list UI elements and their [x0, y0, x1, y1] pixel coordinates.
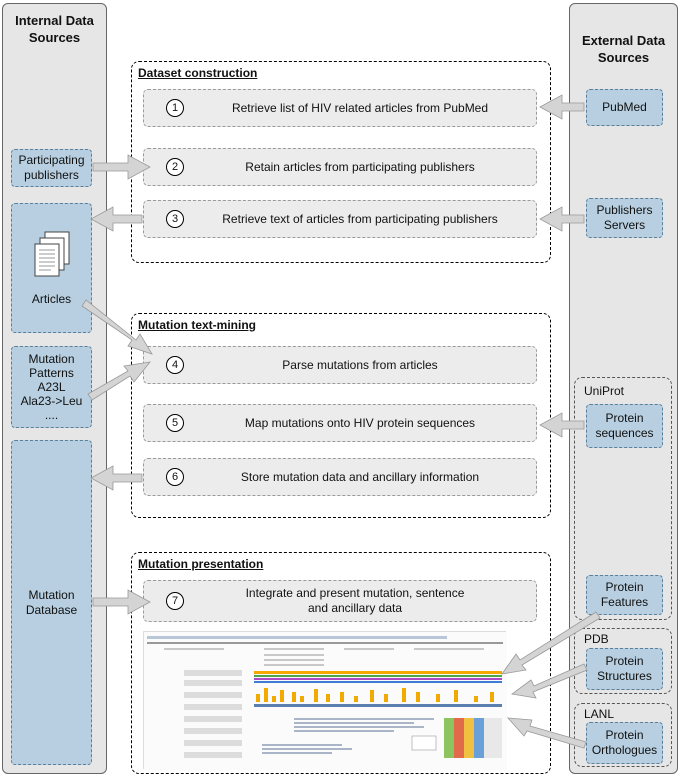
external-sources-title: External Data Sources — [581, 33, 666, 65]
protein-features-box: Protein Features — [586, 575, 663, 615]
step-text: Store mutation data and ancillary inform… — [240, 469, 480, 484]
lanl-label: LANL — [584, 707, 615, 721]
step-text: Map mutations onto HIV protein sequences — [244, 415, 476, 430]
step-4: 4 Parse mutations from articles — [143, 346, 537, 384]
protein-features-label: Protein Features — [600, 580, 649, 609]
participating-publishers-box: Participating publishers — [11, 149, 92, 187]
articles-label: Articles — [31, 291, 72, 306]
step-7: 7 Integrate and present mutation, senten… — [143, 580, 537, 622]
step-number: 4 — [166, 356, 184, 374]
protein-orthologues-label: Protein Orthologues — [591, 728, 658, 757]
mutation-database-label: Mutation Database — [25, 587, 78, 617]
pdb-label: PDB — [584, 632, 609, 646]
publishers-servers-label: Publishers Servers — [596, 203, 653, 232]
step-text: Parse mutations from articles — [282, 357, 438, 372]
step-number: 7 — [166, 592, 184, 610]
step-3: 3 Retrieve text of articles from partici… — [143, 200, 537, 238]
protein-structures-label: Protein Structures — [597, 654, 652, 683]
mutation-presentation-title: Mutation presentation — [138, 557, 264, 571]
pubmed-box: PubMed — [586, 89, 663, 126]
step-number: 2 — [166, 158, 184, 176]
documents-icon — [34, 231, 69, 276]
mutation-database-box: Mutation Database — [11, 440, 92, 765]
mutation-text-mining-title: Mutation text-mining — [138, 318, 256, 332]
mutation-patterns-line: .... — [44, 408, 59, 422]
mutation-patterns-box: Mutation Patterns A23L Ala23->Leu .... — [11, 346, 92, 428]
articles-box: Articles — [11, 203, 92, 333]
pubmed-label: PubMed — [602, 100, 647, 114]
protein-structures-box: Protein Structures — [586, 648, 663, 690]
protein-sequences-box: Protein sequences — [586, 404, 663, 448]
step-text: Integrate and present mutation, sentence… — [245, 586, 465, 615]
mutation-patterns-line: A23L — [37, 380, 66, 394]
participating-publishers-label: Participating publishers — [18, 153, 85, 182]
mutation-patterns-line: Mutation — [28, 352, 75, 366]
step-text: Retrieve text of articles from participa… — [222, 211, 498, 226]
protein-sequences-label: Protein sequences — [595, 411, 654, 440]
step-number: 3 — [166, 210, 184, 228]
step-2: 2 Retain articles from participating pub… — [143, 148, 537, 186]
uniprot-label: UniProt — [584, 384, 625, 398]
mutation-browser-screenshot — [143, 631, 507, 770]
mutation-patterns-line: Ala23->Leu — [20, 394, 83, 408]
uniprot-group: UniProt — [574, 377, 672, 620]
step-6: 6 Store mutation data and ancillary info… — [143, 458, 537, 496]
step-text: Retain articles from participating publi… — [245, 159, 475, 174]
step-number: 6 — [166, 468, 184, 486]
step-number: 5 — [166, 414, 184, 432]
mutation-patterns-line: Patterns — [29, 366, 74, 380]
protein-orthologues-box: Protein Orthologues — [586, 722, 663, 764]
internal-sources-title: Internal Data Sources — [15, 13, 94, 45]
step-1: 1 Retrieve list of HIV related articles … — [143, 89, 537, 127]
step-5: 5 Map mutations onto HIV protein sequenc… — [143, 404, 537, 442]
step-number: 1 — [166, 99, 184, 117]
step-text: Retrieve list of HIV related articles fr… — [231, 100, 489, 115]
publishers-servers-box: Publishers Servers — [586, 198, 663, 238]
mutation-browser-preview — [144, 632, 507, 770]
dataset-construction-title: Dataset construction — [138, 66, 258, 80]
